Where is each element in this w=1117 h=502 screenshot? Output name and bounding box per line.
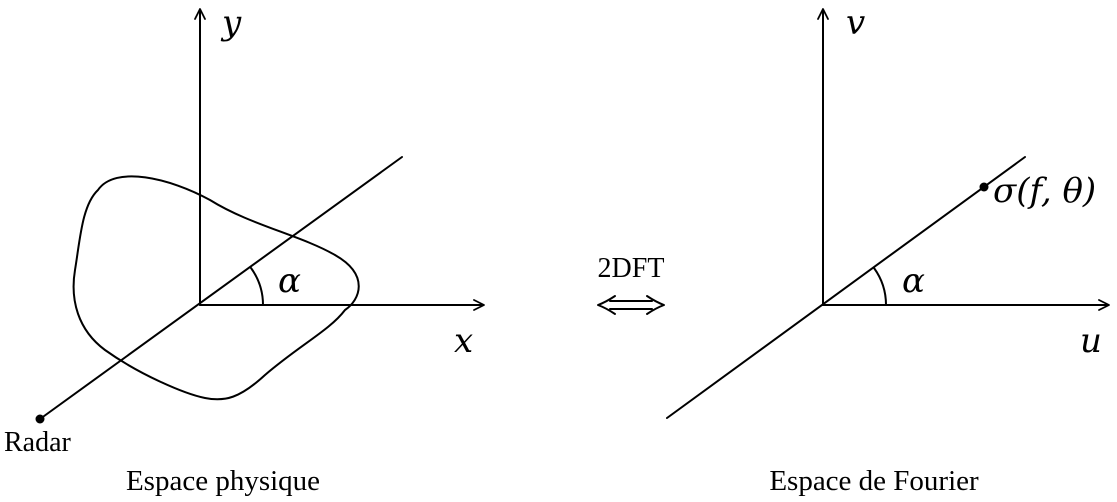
radar-label: Radar bbox=[4, 427, 72, 458]
transform-arrow: 2DFT bbox=[597, 253, 665, 315]
sample-point bbox=[979, 182, 989, 192]
radar-line bbox=[39, 156, 403, 420]
physical-space-caption: Espace physique bbox=[126, 465, 320, 497]
radar-point bbox=[35, 414, 45, 424]
angle-arc-fourier bbox=[873, 267, 887, 306]
object-contour bbox=[72, 175, 360, 401]
angle-arc-physical bbox=[250, 267, 264, 306]
transform-label: 2DFT bbox=[598, 253, 665, 284]
angle-label-fourier: α bbox=[902, 261, 925, 301]
fourier-space-caption: Espace de Fourier bbox=[769, 465, 979, 497]
u-axis-label: u bbox=[1080, 321, 1102, 361]
y-axis-label: y bbox=[220, 3, 242, 43]
physical-space-panel: y x α Radar Espace physique bbox=[4, 3, 485, 497]
projection-line bbox=[666, 156, 1026, 419]
angle-label-physical: α bbox=[278, 261, 301, 301]
sample-label: σ(f, θ) bbox=[993, 171, 1096, 211]
fourier-space-panel: v u α σ(f, θ) Espace de Fourier bbox=[666, 3, 1110, 497]
double-arrow-icon bbox=[597, 295, 665, 315]
v-axis-label: v bbox=[846, 3, 865, 43]
x-axis-label: x bbox=[454, 321, 473, 361]
